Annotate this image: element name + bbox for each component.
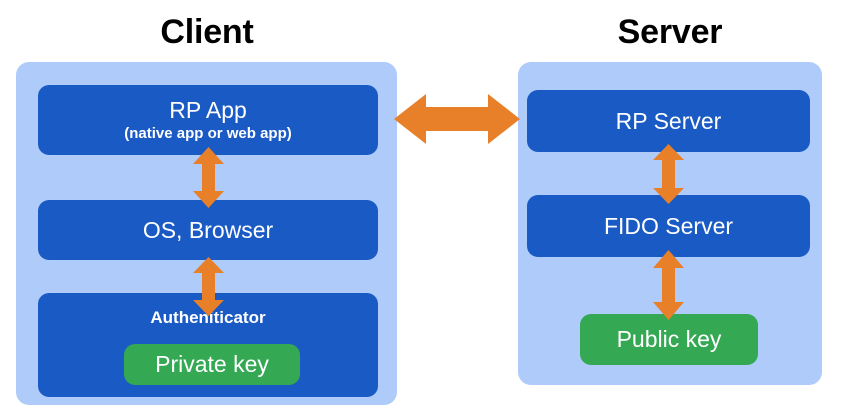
client-box-private-key: Private key — [124, 344, 300, 385]
public-key-label: Public key — [616, 326, 722, 352]
server-box-fido-server: FIDO Server — [527, 195, 810, 257]
rp-app-label: RP App — [169, 97, 247, 123]
server-section-title: Server — [617, 13, 723, 51]
server-box-public-key: Public key — [580, 314, 758, 365]
client-section-title: Client — [160, 13, 254, 51]
authenticator-label: Autheniticator — [150, 308, 266, 327]
client-box-rp-app: RP App (native app or web app) — [38, 85, 378, 155]
bidirectional-arrow-horizontal-icon — [394, 94, 520, 144]
fido-server-label: FIDO Server — [603, 212, 734, 239]
client-box-os-browser: OS, Browser — [38, 200, 378, 260]
rp-app-sublabel: (native app or web app) — [124, 125, 292, 142]
server-box-rp-server: RP Server — [527, 90, 810, 152]
rp-server-label: RP Server — [615, 107, 722, 134]
private-key-label: Private key — [155, 351, 269, 377]
os-browser-label: OS, Browser — [142, 216, 274, 243]
